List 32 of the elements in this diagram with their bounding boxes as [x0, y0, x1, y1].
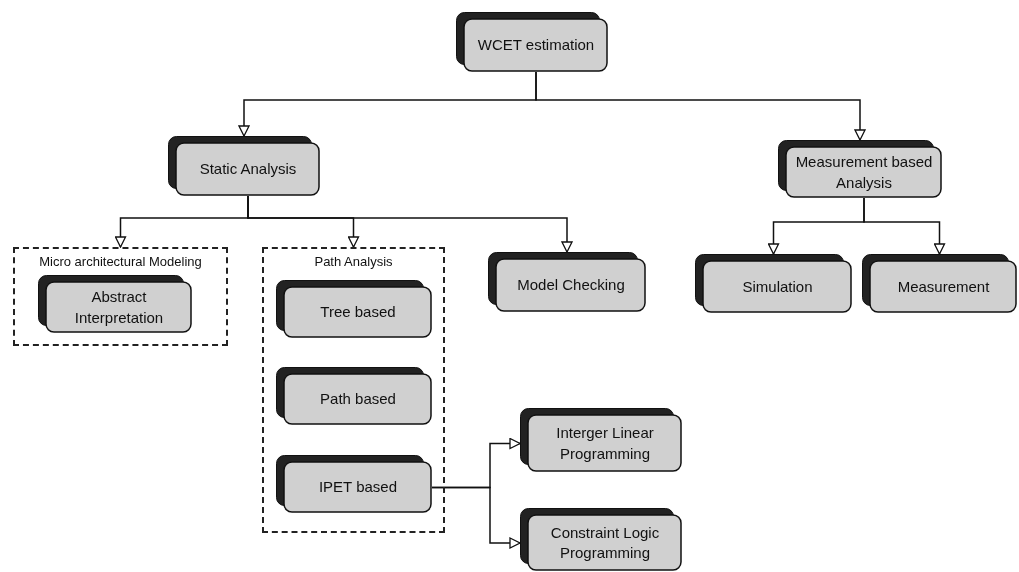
connector-arrow	[247, 195, 573, 253]
process-box	[276, 455, 432, 513]
process-box	[695, 254, 852, 313]
dashed-group-frame	[262, 247, 445, 533]
process-box	[168, 136, 320, 196]
node-label: Abstract Interpretation	[73, 287, 165, 328]
node-label: Interger Linear Programming	[555, 423, 655, 464]
dashed-group-frame	[13, 247, 228, 346]
node-label: Static Analysis	[198, 159, 298, 180]
process-box	[520, 408, 682, 472]
node-label: Measurement based Analysis	[794, 152, 934, 193]
node-label: WCET estimation	[476, 35, 596, 56]
node-label: Path based	[319, 389, 397, 410]
process-box	[520, 508, 682, 571]
process-box	[276, 280, 432, 338]
group-heading: Path Analysis	[314, 254, 393, 269]
process-box	[456, 12, 608, 72]
node-label: Tree based	[319, 302, 397, 323]
connector-arrow	[431, 486, 521, 549]
node-label: Constraint Logic Programming	[549, 522, 661, 563]
process-box	[38, 275, 192, 333]
node-label: Measurement	[896, 276, 991, 297]
connector-arrow	[863, 197, 946, 255]
connector-arrow	[535, 71, 866, 141]
process-box	[488, 252, 646, 312]
group-heading: Micro architectural Modeling	[39, 254, 202, 269]
process-box	[778, 140, 942, 198]
node-label: Simulation	[741, 276, 814, 297]
process-box	[862, 254, 1017, 313]
process-box	[276, 367, 432, 425]
node-label: Model Checking	[516, 275, 626, 296]
node-label: IPET based	[317, 477, 399, 498]
